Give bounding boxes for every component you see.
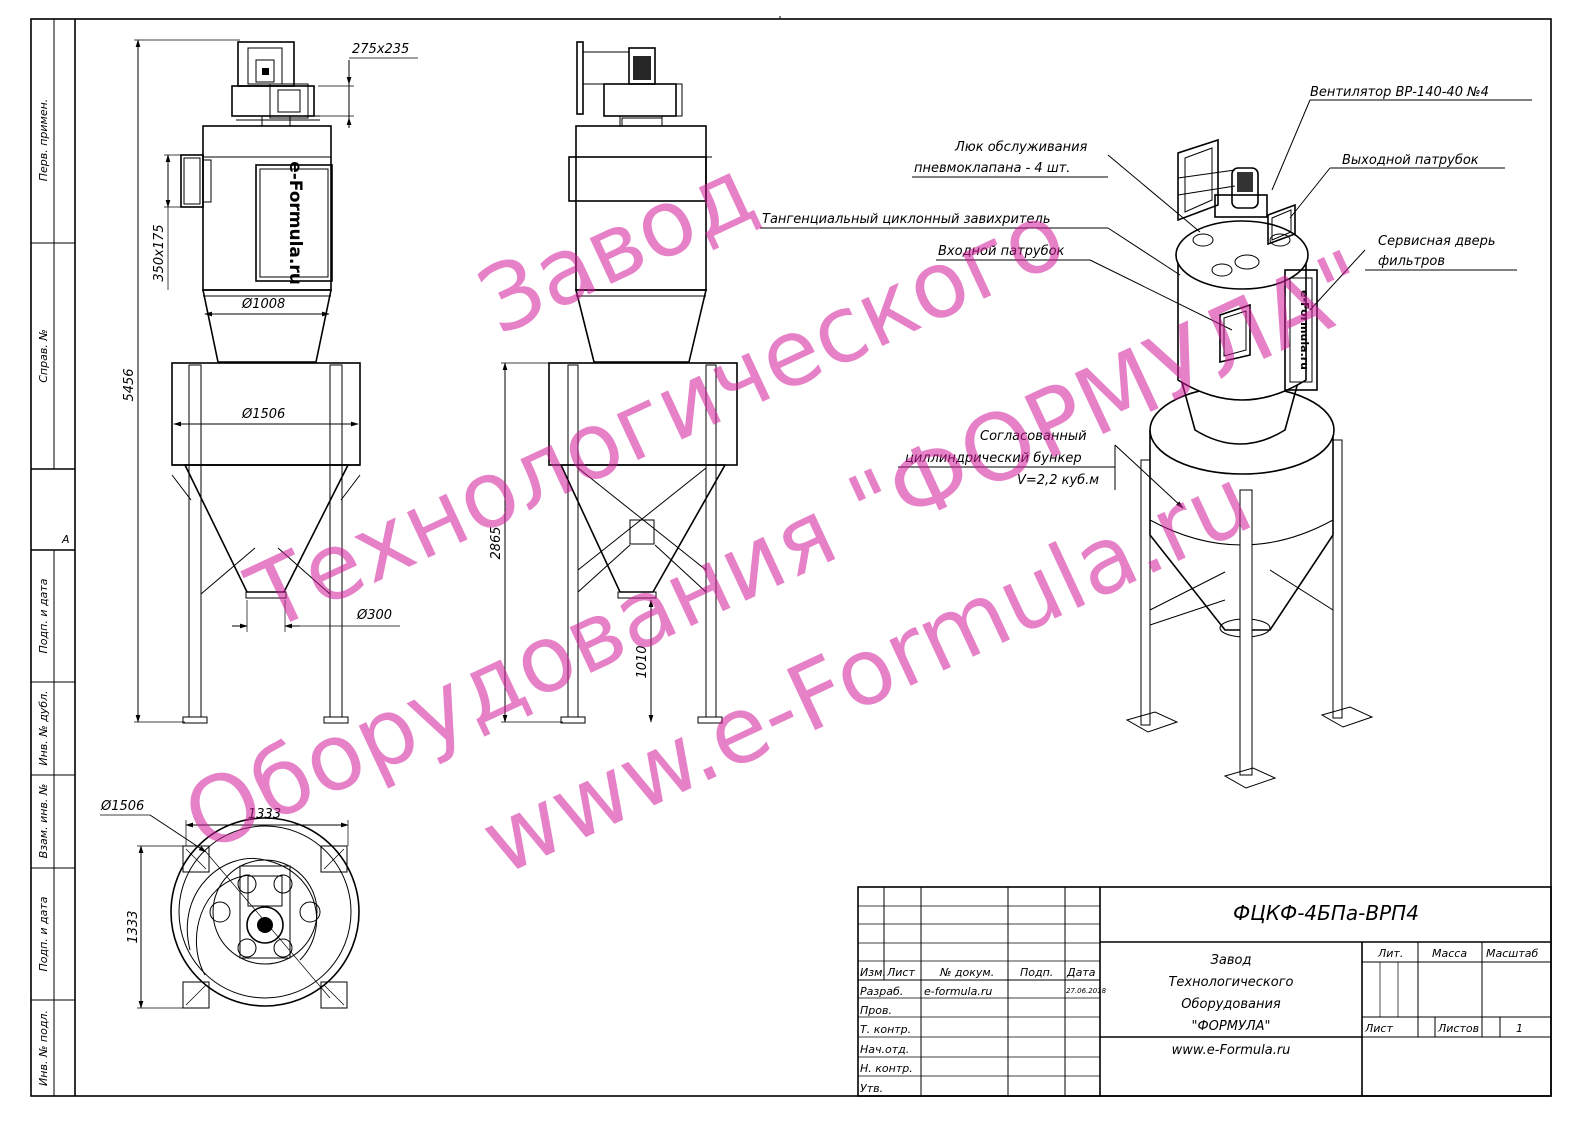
- sheet-letter: A: [61, 533, 70, 546]
- dim-height-total: 5456: [122, 368, 137, 401]
- callout-hopper-2: циллиндрический бункер: [905, 451, 1082, 466]
- callout-hatch-1: Люк обслуживания: [954, 140, 1088, 155]
- side-dimensions: 2865 1010: [489, 362, 654, 723]
- tb-header-dokum: № докум.: [939, 966, 994, 979]
- callout-door-1: Сервисная дверь: [1378, 234, 1496, 249]
- watermark-line-1: Завод: [463, 137, 771, 356]
- callout-fan: Вентилятор ВР-140-40 №4: [1310, 85, 1489, 100]
- isometric-view: e-Formula.ru: [1125, 138, 1374, 789]
- tb-header-podp: Подп.: [1020, 966, 1053, 979]
- callouts: Вентилятор ВР-140-40 №4 Люк обслуживания…: [760, 85, 1532, 509]
- dim-outlet-diameter: Ø300: [356, 608, 392, 623]
- tb-mass-label: Масса: [1432, 947, 1467, 960]
- company-line-4: "ФОРМУЛА": [1191, 1019, 1270, 1034]
- callout-swirler: Тангенциальный циклонный завихритель: [762, 212, 1051, 227]
- tb-lit-label: Лит.: [1377, 947, 1403, 960]
- tb-row-tkontr: Т. контр.: [860, 1023, 911, 1036]
- tb-row-razrab: Разраб.: [860, 985, 903, 998]
- dim-hopper-diameter: Ø1506: [241, 407, 285, 422]
- tb-sheets-value: 1: [1516, 1022, 1523, 1035]
- drawing-frame: [30, 16, 1552, 1097]
- margin-label-vzam: Взам. инв. №: [37, 784, 50, 859]
- top-dimensions: 1333 1333 Ø1506: [100, 799, 349, 1009]
- dim-filter-diameter: Ø1008: [241, 297, 285, 312]
- side-view: [548, 41, 738, 724]
- tb-header-izm: Изм.: [860, 966, 886, 979]
- callout-outlet: Выходной патрубок: [1342, 153, 1479, 168]
- dim-inlet-size: 350x175: [152, 224, 167, 281]
- logo-plate-iso: e-Formula.ru: [1298, 290, 1311, 370]
- tb-row-prov: Пров.: [860, 1004, 892, 1017]
- dim-top-depth: 1333: [126, 910, 141, 943]
- company-line-1: Завод: [1211, 953, 1252, 968]
- tb-developer: e-formula.ru: [924, 985, 992, 998]
- dim-frame-height: 2865: [489, 526, 504, 559]
- margin-label-podp1: Подп. и дата: [37, 578, 50, 653]
- front-view: e-Formula.ru: [171, 41, 361, 724]
- margin-labels: Перв. примен. Справ. № Подп. и дата Инв.…: [37, 99, 70, 1086]
- logo-plate-front: e-Formula.ru: [285, 161, 305, 285]
- website: www.e-Formula.ru: [1172, 1043, 1291, 1058]
- tb-sheets-label: Листов: [1437, 1022, 1479, 1035]
- callout-inlet: Входной патрубок: [938, 244, 1065, 259]
- tb-sheet-label: Лист: [1364, 1022, 1393, 1035]
- tb-row-nachotd: Нач.отд.: [860, 1043, 909, 1056]
- margin-label-perv: Перв. примен.: [37, 99, 50, 182]
- callout-hatch-2: пневмоклапана - 4 шт.: [914, 161, 1070, 176]
- margin-label-inv-dubl: Инв. № дубл.: [37, 690, 50, 765]
- tb-date: 27.06.2018: [1066, 987, 1107, 995]
- margin-label-sprav: Справ. №: [37, 329, 50, 383]
- tb-header-list: Лист: [886, 966, 915, 979]
- tb-row-nkontr: Н. контр.: [860, 1062, 913, 1075]
- front-dimensions: 5456 350x175 275x235 Ø1008 Ø1506 Ø300: [122, 39, 418, 723]
- title-block: Изм. Лист № докум. Подп. Дата Разраб. Пр…: [857, 886, 1552, 1097]
- company-line-2: Технологического: [1168, 975, 1293, 990]
- dim-outlet-size: 275x235: [352, 42, 409, 57]
- margin-label-podp2: Подп. и дата: [37, 896, 50, 971]
- margin-label-inv-podl: Инв. № подл.: [37, 1010, 50, 1086]
- drawing-code: ФЦКФ-4БПа-ВРП4: [1233, 901, 1419, 925]
- tb-scale-label: Масштаб: [1486, 947, 1538, 960]
- company-line-3: Оборудования: [1181, 997, 1281, 1012]
- callout-hopper-3: V=2,2 куб.м: [1017, 473, 1099, 488]
- callout-hopper-1: Согласованный: [980, 429, 1087, 444]
- callout-door-2: фильтров: [1378, 254, 1445, 269]
- dim-clearance: 1010: [635, 645, 650, 678]
- dim-top-diameter: Ø1506: [100, 799, 144, 814]
- dim-top-width: 1333: [248, 807, 281, 822]
- tb-row-utv: Утв.: [860, 1082, 883, 1095]
- tb-header-data: Дата: [1066, 966, 1096, 979]
